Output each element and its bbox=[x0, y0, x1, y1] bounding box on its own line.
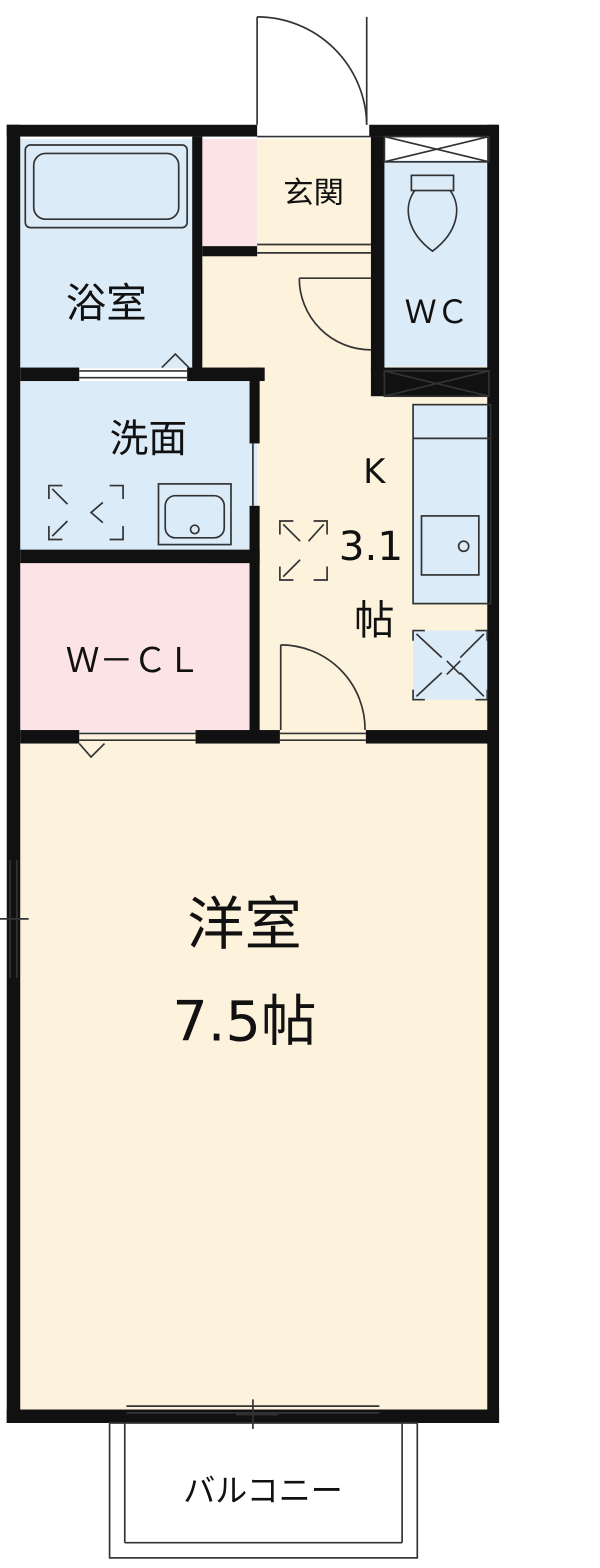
fridge-space-icon bbox=[412, 629, 489, 701]
washer-space-icon bbox=[48, 484, 124, 541]
western-room-floor bbox=[18, 733, 494, 1413]
shoe-storage-floor bbox=[202, 139, 258, 249]
kitchen-space-mark bbox=[279, 520, 328, 581]
bathtub-icon bbox=[24, 144, 188, 229]
kitchen-sink-icon bbox=[420, 515, 480, 576]
kitchen-size: 3.1 bbox=[338, 522, 404, 570]
western-room-label: 洋室 bbox=[187, 891, 302, 959]
kitchen-label: K bbox=[363, 452, 386, 492]
thin-lines bbox=[0, 135, 492, 1559]
bath-floor bbox=[18, 139, 200, 369]
western-room-size: 7.5帖 bbox=[172, 988, 317, 1054]
toilet-icon bbox=[407, 174, 458, 253]
washroom-label: 洗面 bbox=[109, 415, 188, 462]
door-swing-icon bbox=[78, 16, 371, 759]
washbasin-icon bbox=[157, 483, 232, 546]
bath-label: 浴室 bbox=[65, 279, 147, 328]
entrance-label: 玄関 bbox=[283, 176, 344, 211]
walk-in-closet-label: Ｗ－ＣＬ bbox=[65, 641, 201, 681]
wc-label: ＷＣ bbox=[404, 293, 469, 331]
balcony-label: バルコニー bbox=[183, 1471, 343, 1509]
floor-plan-drawing bbox=[0, 16, 500, 1559]
wc-floor bbox=[383, 160, 492, 367]
walls bbox=[6, 124, 500, 1424]
floor-plan: 浴室 玄関 ＷＣ 洗面 K 3.1 帖 Ｗ－ＣＬ 洋室 7.5帖 バルコニー bbox=[0, 16, 500, 1559]
entrance-floor bbox=[257, 139, 376, 253]
washroom-floor bbox=[18, 381, 258, 553]
kitchen-size-unit: 帖 bbox=[354, 596, 395, 645]
walk-in-closet-floor bbox=[18, 563, 251, 732]
